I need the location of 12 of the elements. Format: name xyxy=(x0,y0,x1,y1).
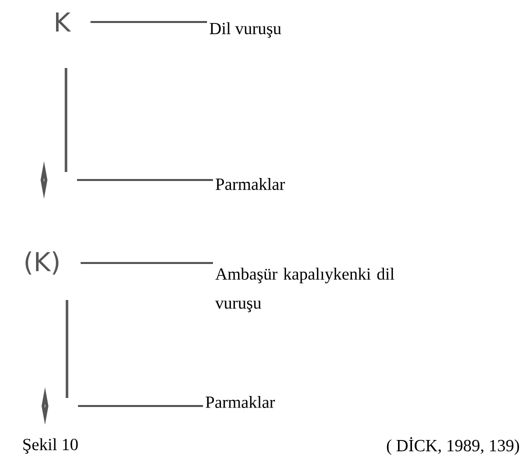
leader-line xyxy=(90,21,207,23)
label-text: Parmaklar xyxy=(206,396,275,408)
label-text: Parmaklar xyxy=(216,178,285,190)
figure-caption: Şekil 10 xyxy=(23,438,78,454)
leader-line xyxy=(80,262,213,264)
articulation-symbol: (K) xyxy=(26,251,58,275)
articulation-symbol: K xyxy=(56,12,72,32)
label-text: Ambaşür kapalıykenki dil vuruşu xyxy=(215,268,394,312)
label-text: Dil vuruşu xyxy=(210,22,282,38)
leader-line xyxy=(77,179,213,181)
leader-line xyxy=(78,405,203,407)
source-citation: ( DİCK, 1989, 139) xyxy=(386,437,520,455)
